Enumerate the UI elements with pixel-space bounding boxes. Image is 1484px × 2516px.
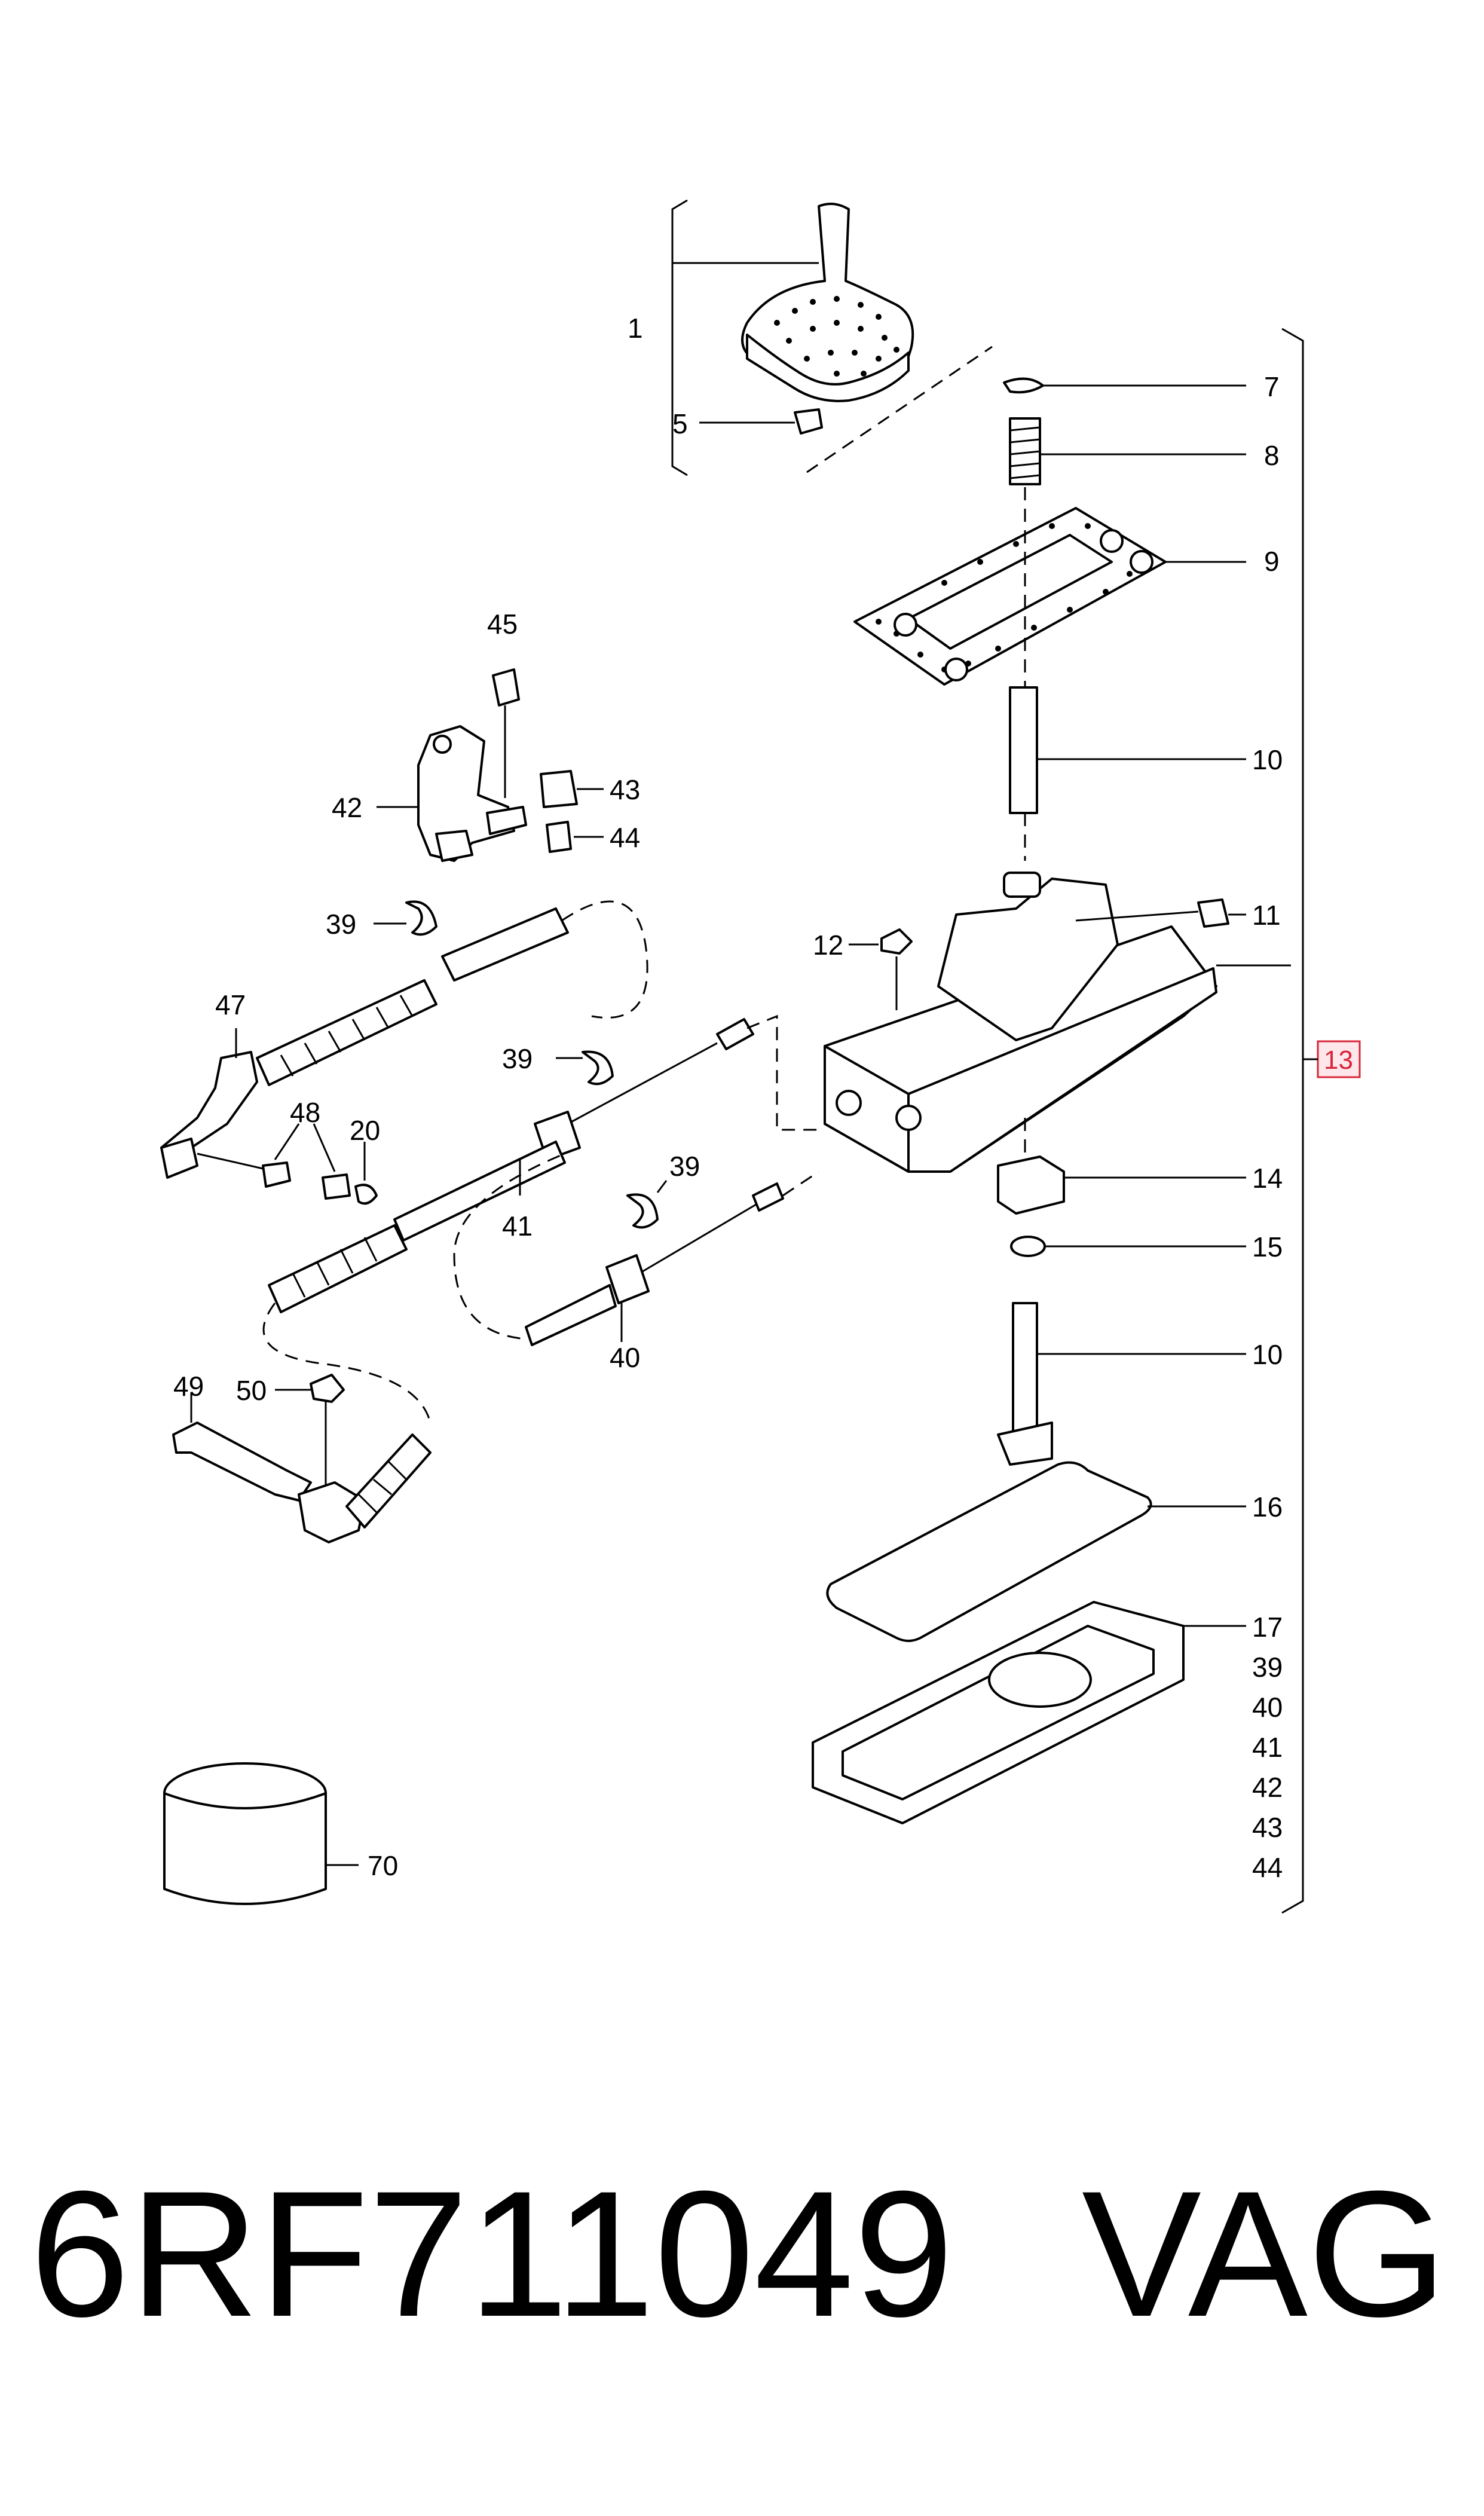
part-number: 6RF711049 [30,2153,954,2354]
set-bracket [1281,328,1304,1914]
bottom-gaskets [812,1461,1246,1824]
callout-41: 41 [502,1210,533,1242]
brand-name: VAG [1082,2153,1448,2354]
shift-knob-group [671,199,993,476]
washer-15 [1010,1236,1046,1257]
ref-box-13 [1317,1040,1361,1078]
cable-47-sleeve [441,907,569,982]
callout-13: 13 [1324,1045,1353,1075]
shift-housing-group [824,872,1291,1466]
callout-11: 11 [1252,900,1281,931]
clip-20 [354,1184,378,1205]
callout-9: 9 [1264,546,1280,577]
callout-20: 20 [350,1115,380,1146]
callout-15: 15 [1252,1231,1283,1262]
cable-clip-39c [626,1193,659,1229]
gasket-window [907,534,1113,650]
lever-rod-upper [1009,686,1038,814]
grommet-43 [540,770,578,808]
lever-49 [172,1421,312,1502]
cable-group [160,900,819,1543]
cable-41-bellow [268,1224,408,1313]
bolt-45 [492,668,520,707]
set-item-44: 44 [1252,1852,1283,1883]
cable-47-bellow [256,979,437,1086]
set-item-40: 40 [1252,1692,1283,1723]
cable-clip-39b [582,1050,614,1086]
gear-lever-upper [853,377,1246,861]
callout-70: 70 [368,1850,398,1881]
set-item-41: 41 [1252,1732,1283,1763]
knob-boot-base [746,334,910,402]
clip-11 [1197,898,1229,928]
circlip [1003,377,1044,394]
product-caption: 6RF711049 VAG [30,2128,1464,2379]
selector-mechanism [937,878,1119,1041]
set-item-42: 42 [1252,1772,1283,1803]
nut-50 [310,1374,345,1403]
callout-17: 17 [1252,1612,1283,1643]
spring [1009,417,1041,485]
cable-41-end [716,1018,754,1050]
callout-39-low: 39 [669,1151,700,1182]
knob-clip [794,408,823,435]
cable-40-end [752,1182,784,1212]
callout-14: 14 [1252,1163,1283,1194]
callout-43: 43 [610,774,640,805]
lever-rod-lower [1012,1302,1038,1436]
sleeve-44 [546,821,572,853]
cable-50-bellow [345,1433,432,1528]
callout-1: 1 [628,313,643,344]
callout-10-lower: 10 [1252,1339,1283,1370]
callout-45: 45 [487,609,518,640]
bracket-group [377,668,604,862]
pin-48 [262,1161,291,1188]
callout-12: 12 [813,930,843,961]
callout-49: 49 [173,1371,204,1402]
callout-10-upper: 10 [1252,744,1283,775]
callout-42: 42 [332,792,362,823]
callout-16: 16 [1252,1491,1283,1523]
callout-40: 40 [610,1342,640,1373]
seal-16 [826,1461,1152,1642]
set-item-39: 39 [1252,1652,1283,1683]
callout-44: 44 [610,822,640,853]
callout-47: 47 [215,989,246,1020]
cable-40-sleeve [605,1254,650,1304]
grommet-a [486,806,527,835]
cable-clip-39a [405,900,437,936]
ring-70 [163,1762,359,1905]
callout-5: 5 [672,408,688,439]
callout-39-mid: 39 [502,1043,533,1074]
lever-mount [298,1481,366,1543]
callout-50: 50 [236,1375,267,1406]
set-item-43: 43 [1252,1812,1283,1843]
callout-8: 8 [1264,440,1280,471]
exploded-parts-diagram: 1 5 7 8 9 10 11 12 13 14 15 10 16 17 39 … [160,199,1361,1914]
callout-48: 48 [290,1097,320,1128]
callout-39-top: 39 [326,909,356,940]
boot-texture [774,296,899,377]
bushing-14 [997,1155,1065,1215]
callout-7: 7 [1264,371,1280,402]
nut-12 [880,928,913,955]
